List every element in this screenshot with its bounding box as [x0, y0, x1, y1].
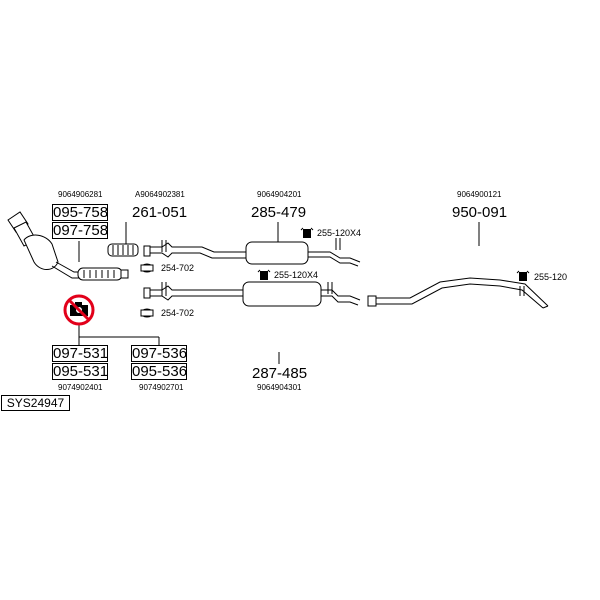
part-number-box-left-a[interactable]: 097-531 [52, 345, 109, 362]
no-camera-icon [63, 294, 95, 326]
upper-exhaust-line [143, 238, 361, 267]
lower-flange [143, 287, 151, 299]
system-code-box: SYS24947 [1, 395, 70, 411]
oe-number-long-muffler: 9064904301 [257, 383, 302, 392]
oe-number-pipe-left: 9074902401 [58, 383, 103, 392]
lower-exhaust-line [143, 281, 361, 307]
hanger-code-upper[interactable]: 255-120X4 [317, 228, 362, 238]
cat-flex-section [77, 267, 123, 281]
part-number-box-cat-b[interactable]: 097-758 [52, 222, 109, 239]
hanger-code-lower[interactable]: 255-120X4 [274, 270, 319, 280]
oe-number-front-muffler: 9064904201 [257, 190, 302, 199]
cat-outlet [120, 269, 129, 279]
rubber-hanger-icon [257, 269, 271, 280]
part-number-box-left-b[interactable]: 095-531 [52, 363, 109, 380]
part-number-box-right-b[interactable]: 095-536 [131, 363, 188, 380]
part-number-box-right-a[interactable]: 097-536 [131, 345, 188, 362]
rear-tail-pipe [367, 277, 549, 309]
oe-number-cat: 9064906281 [58, 190, 103, 199]
part-number-front-muffler[interactable]: 285-479 [251, 204, 307, 221]
clamp-code-upper[interactable]: 254-702 [161, 263, 195, 273]
part-number-long-muffler[interactable]: 287-485 [252, 365, 308, 382]
part-number-flex[interactable]: 261-051 [132, 204, 188, 221]
clamp-icon [140, 263, 154, 273]
flex-pipe [107, 243, 139, 257]
upper-flange [143, 245, 151, 257]
oe-number-pipe-right: 9074902701 [139, 383, 184, 392]
oe-number-rear-pipe: 9064900121 [457, 190, 502, 199]
clamp-icon [140, 308, 154, 318]
part-number-box-cat-a[interactable]: 095-758 [52, 204, 109, 221]
rubber-hanger-icon [300, 227, 314, 238]
rubber-hanger-icon [516, 270, 530, 281]
clamp-code-lower[interactable]: 254-702 [161, 308, 195, 318]
long-muffler-body [242, 281, 322, 307]
oe-number-flex: A9064902381 [135, 190, 185, 199]
catalytic-converter [7, 211, 129, 281]
tail-flange [367, 295, 377, 307]
part-number-rear-pipe[interactable]: 950-091 [452, 204, 508, 221]
hanger-code-rear[interactable]: 255-120 [534, 272, 568, 282]
front-muffler-body [245, 241, 309, 265]
